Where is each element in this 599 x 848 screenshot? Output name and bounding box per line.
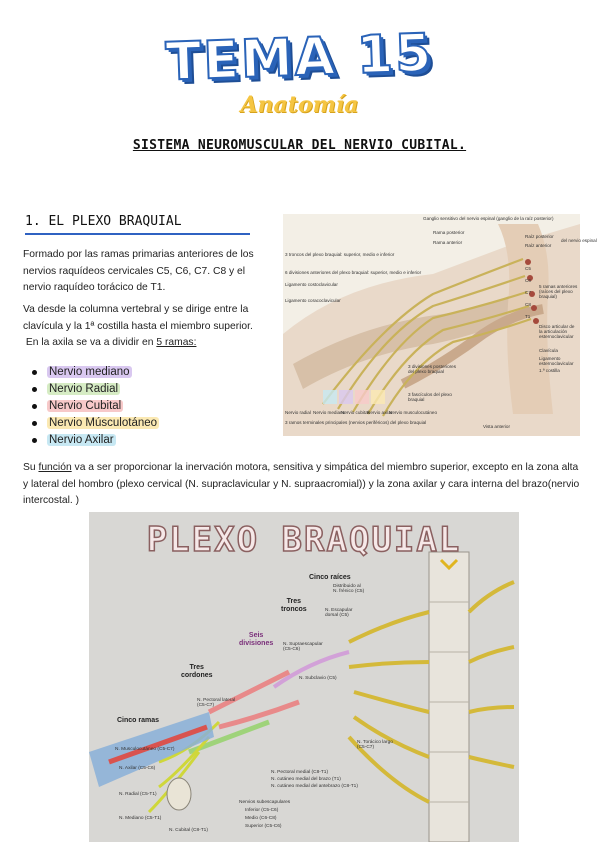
fig1-label: C6 [525,278,531,283]
fig1-label: T1 [525,314,531,319]
diagram-sublabel: N. Subclavio (C5) [299,676,337,681]
paragraph-formation: Formado por las ramas primarias anterior… [23,249,254,293]
label-tres-cordones: Tres cordones [181,664,213,679]
diagram-sublabel: N. cutáneo medial del antebrazo (C8-T1) [271,784,358,789]
fig1-label: Raíz posterior [525,234,554,239]
label-seis-divisiones: Seis divisiones [239,632,274,647]
diagram-sublabel: N. Radial (C5-T1) [119,792,157,797]
section-underline [25,233,250,235]
nerve-list: Nervio mediano Nervio Radial Nervio Cubi… [32,364,160,449]
fig1-label: 3 divisiones posteriores del plexo braqu… [408,364,457,374]
fig1-label: Nervio cubital [341,410,369,415]
plexus-diagram-title: PLEXO BRAQUIAL [146,519,462,561]
diagram-sublabel: N. Cubital (C8-T1) [169,828,208,833]
subject-subtitle: Anatomía [240,92,359,118]
paragraph-function: Su función va a ser proporcionar la iner… [23,460,583,510]
fig1-label: 3 ramos terminales principales (nervios … [285,420,427,425]
label-cinco-raices: Cinco raíces [309,574,351,581]
fig1-label: Ligamento coracoclavicular [285,298,341,303]
anatomy-illustration: Ganglio sensitivo del nervio espinal (ga… [283,214,597,436]
nerve-radial: Nervio Radial [47,383,121,395]
fig1-label: Nervio axilar [367,410,393,415]
function-intro: Su [23,462,39,473]
fig1-label: Raíz anterior [525,243,552,248]
diagram-sublabel: N. cutáneo medial del brazo (T1) [271,777,341,782]
ramas-underlined: 5 ramas: [156,337,197,348]
fig1-label: Disco articular de la articulación ester… [539,324,575,339]
fig1-label: 3 fascículos del plexo braquial [408,392,452,402]
fig1-label: Clavícula [539,348,558,353]
diagram-sublabel: N. Musculocutáneo (C5-C7) [115,747,175,752]
fig1-label: 6 divisiones anteriores del plexo braqui… [285,270,422,275]
course-text: Va desde la columna vertebral y se dirig… [23,304,253,332]
section-heading: 1. EL PLEXO BRAQUIAL [25,214,182,229]
document-title: SISTEMA NEUROMUSCULAR DEL NERVIO CUBITAL… [132,138,467,153]
diagram-sublabel: Inferior (C5-C6) [245,808,279,813]
nerve-musculocutaneo: Nervio Músculotáneo [47,417,160,429]
fig1-label: del nervio espinal [561,238,597,243]
diagram-sublabel: Medio (C6-C8) [245,816,277,821]
tema-title: TEMA 15 [164,22,435,93]
diagram-sublabel: N. Torácico largo (C5-C7) [357,740,393,750]
fig1-label: Rama anterior [433,240,463,245]
diagram-sublabel: Distribuido al N. frénico (C5) [333,584,365,594]
fig1-label: Ligamento esternoclavicular [539,356,574,366]
diagram-sublabel: N. Escapular dorsal (C5) [325,608,353,618]
nerve-cubital: Nervio Cubital [47,400,124,412]
label-cinco-ramas: Cinco ramas [117,717,160,724]
diagram-sublabel: Nervios subescapulares [239,800,291,805]
fig1-label: Vista anterior [483,424,510,429]
anatomy-drawing [283,224,580,436]
fig1-label: C5 [525,266,531,271]
diagram-sublabel: N. Axilar (C5-C6) [119,766,156,771]
fig1-label: 1.ª costilla [539,368,560,373]
function-underlined: función [38,462,72,473]
fig1-label: 3 troncos del plexo braquial: superior, … [285,252,395,257]
nerve-mediano: Nervio mediano [47,366,132,378]
nerve-axilar: Nervio Axilar [47,434,116,446]
diagram-sublabel: N. Supraescapular (C5-C6) [283,642,323,652]
list-item: Nervio Músculotáneo [32,415,160,432]
fig1-label: Nervio mediano [313,410,346,415]
diagram-sublabel: N. Pectoral medial (C8-T1) [271,770,329,775]
diagram-sublabel: N. Pectoral lateral (C5-C7) [197,698,236,708]
list-item: Nervio Cubital [32,398,159,415]
plexus-drawing [89,551,515,842]
fig1-label: Nervio radial [285,410,311,415]
plexus-diagram: PLEXO BRAQUIAL Cinco raíces Tres troncos… [89,512,519,842]
list-item: Nervio mediano [32,364,159,381]
fig1-label: Ligamento costoclavicular [285,282,338,287]
diagram-sublabel: N. Mediano (C5-T1) [119,816,162,821]
fig1-label: C8 [525,302,531,307]
fig1-label: Nervio musculocutáneo [389,410,438,415]
axilla-text: En la axila se va a dividir en [25,337,157,348]
fig1-label: Ganglio sensitivo del nervio espinal (ga… [423,216,554,221]
list-item: Nervio Radial [32,381,159,398]
list-item: Nervio Axilar [32,432,159,449]
label-tres-troncos: Tres troncos [281,598,307,613]
function-text: va a ser proporcionar la inervación moto… [23,462,580,506]
fig1-label: 5 ramas anteriores (raíces del plexo bra… [539,284,578,299]
fig1-label: C7 [525,290,531,295]
fig1-label: Rama posterior [433,230,465,235]
paragraph-course: Va desde la columna vertebral y se dirig… [23,302,275,352]
diagram-sublabel: Superior (C5-C6) [245,824,282,829]
